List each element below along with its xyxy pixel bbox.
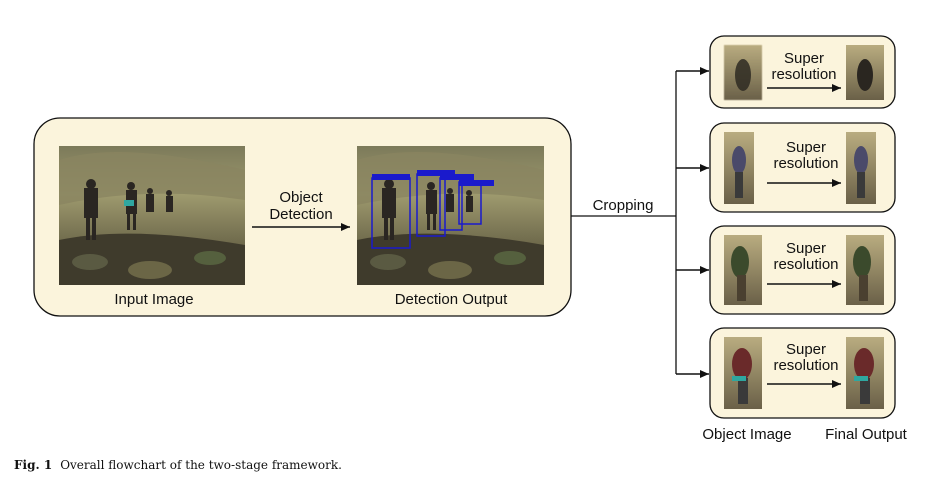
- sr-label-4a: Super: [786, 341, 826, 358]
- object-detection-label-1: Object: [279, 189, 323, 206]
- detection-output-image: [357, 146, 544, 285]
- cropping-label: Cropping: [593, 197, 654, 214]
- object-image-label: Object Image: [702, 426, 791, 443]
- sr-box-2: Super resolution: [709, 122, 896, 213]
- input-image: [59, 146, 245, 285]
- sr-label-3a: Super: [786, 240, 826, 257]
- sr-label-3b: resolution: [773, 256, 838, 273]
- figure-caption-text: Overall flowchart of the two-stage frame…: [60, 458, 342, 472]
- sr-label-2b: resolution: [773, 155, 838, 172]
- sr-label-1a: Super: [784, 50, 824, 67]
- sr-box-3: Super resolution: [709, 225, 896, 315]
- figure-caption: Fig. 1 Overall flowchart of the two-stage…: [14, 458, 342, 472]
- input-image-label: Input Image: [114, 291, 193, 308]
- figure-caption-prefix: Fig. 1: [14, 458, 53, 472]
- sr-label-2a: Super: [786, 139, 826, 156]
- final-output-label: Final Output: [825, 426, 908, 443]
- sr-box-1: Super resolution: [709, 35, 896, 109]
- sr-label-4b: resolution: [773, 357, 838, 374]
- object-detection-label-2: Detection: [269, 206, 332, 223]
- detection-output-label: Detection Output: [395, 291, 508, 308]
- sr-label-1b: resolution: [771, 66, 836, 83]
- sr-box-4: Super resolution: [709, 327, 896, 419]
